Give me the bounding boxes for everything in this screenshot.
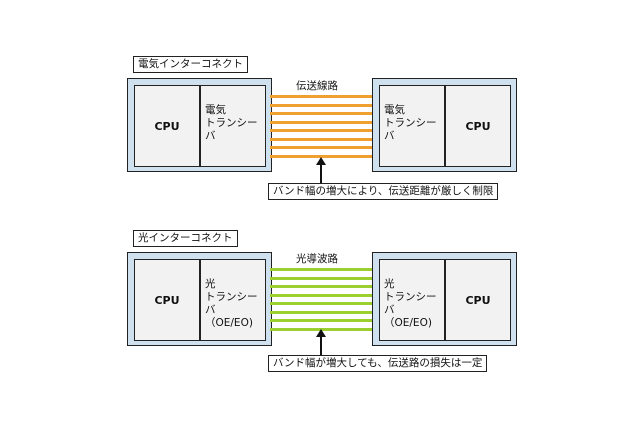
electrical-note: バンド幅の増大により、伝送距離が厳しく制限 (268, 183, 499, 200)
electrical-arrow-icon (316, 157, 326, 183)
transmission-lines (270, 95, 374, 159)
optical-title: 光インターコネクト (133, 230, 238, 247)
electrical-line (270, 112, 374, 115)
optical-line (270, 268, 374, 271)
electrical-line (270, 120, 374, 124)
optical-cpu-right: CPU (445, 259, 511, 341)
optical-waveguides (270, 268, 374, 332)
electrical-line (270, 146, 374, 149)
electrical-title: 電気インターコネクト (133, 56, 248, 73)
electrical-right-board: 電気 トランシーバ CPU (372, 78, 517, 172)
electrical-transceiver-left: 電気 トランシーバ (200, 85, 266, 167)
optical-line (270, 285, 374, 288)
optical-note: バンド幅が増大しても、伝送路の損失は一定 (268, 355, 488, 372)
electrical-line (270, 137, 374, 141)
optical-line (270, 293, 374, 297)
optical-line (270, 302, 374, 305)
electrical-transceiver-right: 電気 トランシーバ (379, 85, 445, 167)
electrical-line (270, 95, 374, 98)
electrical-cpu-left: CPU (134, 85, 200, 167)
optical-arrow-icon (316, 329, 326, 355)
optical-right-board: 光 トランシーバ （OE/EO) CPU (372, 252, 517, 346)
optical-waveguide-label: 光導波路 (296, 253, 338, 265)
optical-transceiver-left: 光 トランシーバ （OE/EO) (200, 259, 266, 341)
optical-line (270, 276, 374, 280)
optical-left-board: CPU 光 トランシーバ （OE/EO) (127, 252, 272, 346)
electrical-line (270, 103, 374, 107)
transmission-line-label: 伝送線路 (296, 80, 338, 92)
optical-line (270, 310, 374, 314)
optical-line (270, 319, 374, 322)
electrical-line (270, 129, 374, 132)
electrical-left-board: CPU 電気 トランシーバ (127, 78, 272, 172)
electrical-line (270, 154, 374, 158)
optical-cpu-left: CPU (134, 259, 200, 341)
optical-transceiver-right: 光 トランシーバ （OE/EO) (379, 259, 445, 341)
electrical-cpu-right: CPU (445, 85, 511, 167)
